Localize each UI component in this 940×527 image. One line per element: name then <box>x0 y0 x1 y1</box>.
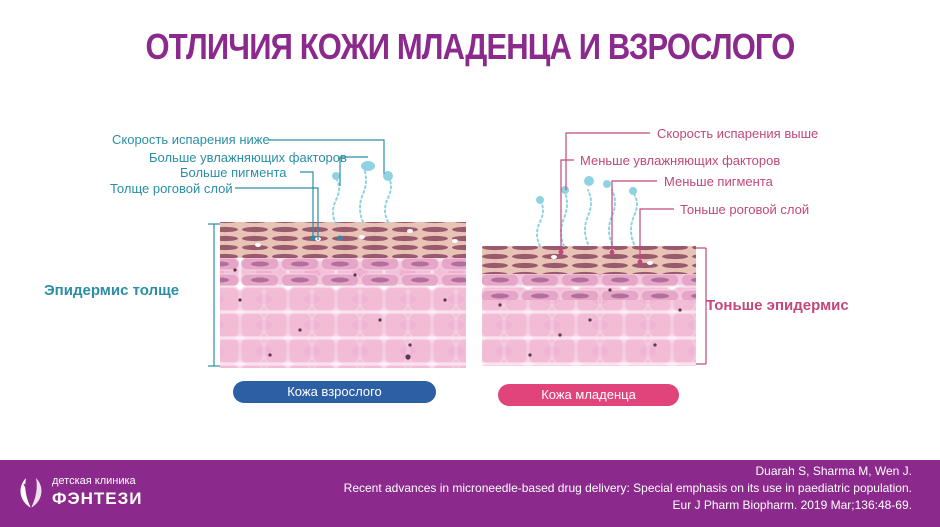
adult-callout-lines <box>208 139 385 367</box>
citation-journal: Eur J Pharm Biopharm. 2019 Mar;136:48-69… <box>672 498 912 512</box>
clinic-logo-subtitle: детская клиника <box>52 475 136 487</box>
baby-evaporation-droplets <box>536 189 638 247</box>
baby-epidermis-label: Тоньше эпидермис <box>706 297 849 314</box>
clinic-logo-icon <box>20 478 42 509</box>
baby-label-horny-layer: Тоньше роговой слой <box>680 202 810 217</box>
citation-title: Recent advances in microneedle-based dru… <box>343 481 912 495</box>
clinic-logo-name: ФЭНТЕЗИ <box>52 489 143 508</box>
baby-skin-caption: Кожа младенца <box>498 384 679 406</box>
baby-callout-lines <box>560 132 707 365</box>
adult-epidermis-label: Эпидермис толще <box>44 282 180 299</box>
baby-label-pigment: Меньше пигмента <box>664 174 773 189</box>
citation-authors: Duarah S, Sharma M, Wen J. <box>755 464 912 478</box>
adult-skin-caption: Кожа взрослого <box>233 381 436 403</box>
baby-skin-block <box>482 246 696 366</box>
adult-skin-block <box>220 222 466 368</box>
adult-label-evaporation: Скорость испарения ниже <box>112 132 270 147</box>
skin-diagram <box>208 132 707 368</box>
page-title: ОТЛИЧИЯ КОЖИ МЛАДЕНЦА И ВЗРОСЛОГО <box>145 26 796 67</box>
adult-label-moisturizing: Больше увлажняющих факторов <box>149 150 347 165</box>
adult-label-pigment: Больше пигмента <box>180 165 287 180</box>
baby-label-evaporation: Скорость испарения выше <box>657 126 819 141</box>
footer-bar: детская клиника ФЭНТЕЗИ Duarah S, Sharma… <box>0 460 940 527</box>
adult-evaporation-droplets <box>332 165 392 225</box>
adult-label-horny-layer: Толще роговой слой <box>110 181 233 196</box>
baby-label-moisturizing: Меньше увлажняющих факторов <box>580 153 781 168</box>
